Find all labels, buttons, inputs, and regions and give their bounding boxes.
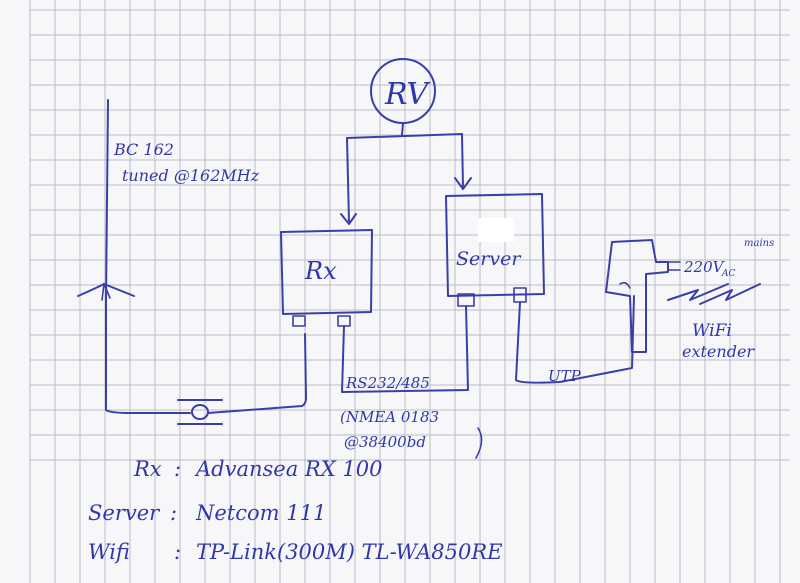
- svg-text::: :: [174, 540, 181, 564]
- paper-grid: [29, 0, 790, 583]
- power-label: 220V: [683, 258, 726, 276]
- server-box: [445, 193, 545, 307]
- wifi-label-line1: WiFi: [692, 321, 732, 341]
- antenna-label-line1: BC 162: [113, 140, 174, 159]
- legend-value-wifi: TP-Link(300M) TL-WA850RE: [196, 540, 502, 564]
- device-legend: Rx : Advansea RX 100 Server : Netcom 111…: [88, 457, 502, 564]
- wifi-label-line2: extender: [682, 342, 755, 361]
- serial-link-label: RS232/485: [345, 374, 430, 392]
- serial-link-line: [341, 305, 469, 393]
- legend-value-rx: Advansea RX 100: [194, 457, 382, 481]
- server-label: Server: [456, 248, 522, 270]
- antenna-symbol: [77, 99, 191, 414]
- rv-label: RV: [384, 77, 432, 112]
- legend-value-server: Netcom 111: [195, 501, 326, 525]
- utp-link-line: [515, 295, 635, 384]
- serial-note-line1: (NMEA 0183: [340, 408, 439, 426]
- power-feed-lines: [340, 122, 472, 225]
- legend-key-server: Server: [88, 501, 161, 525]
- power-subscript: AC: [721, 269, 735, 279]
- coax-connector-symbol: [177, 333, 307, 425]
- power-note: mains: [744, 238, 774, 249]
- svg-text::: :: [170, 501, 177, 525]
- server-label-erasure: [478, 218, 514, 242]
- rx-label: Rx: [304, 257, 337, 285]
- legend-key-wifi: Wifi: [88, 540, 130, 564]
- legend-key-rx: Rx: [133, 457, 162, 481]
- serial-note-paren: [475, 427, 483, 459]
- svg-text::: :: [174, 457, 181, 481]
- wifi-extender-device: [605, 239, 681, 353]
- utp-label: UTP: [548, 367, 582, 385]
- serial-note-line2: @38400bd: [344, 433, 426, 451]
- wireless-signal-icon: [667, 283, 761, 305]
- antenna-label-line2: tuned @162MHz: [122, 166, 260, 185]
